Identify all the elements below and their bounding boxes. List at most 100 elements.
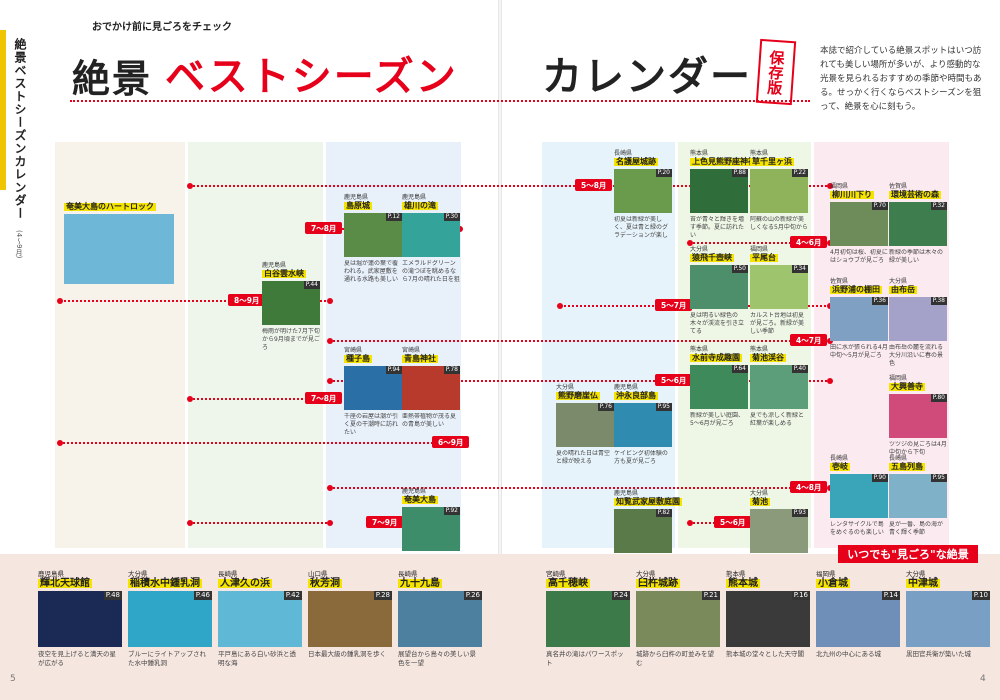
anytime-card[interactable]: 長崎県 九十九島 P.26 展望台から島々の美しい景色を一望 [398,570,482,678]
spot-card[interactable]: 宮崎県 青島神社 P.78 亜熱帯植物が茂る夏の青島が美しい [402,347,460,437]
spot-prefecture: 鹿児島県 [614,490,639,497]
anytime-description: 日本最大級の鍾乳洞を歩く [308,650,386,658]
timeline-dot [327,520,333,526]
season-range-label: 5〜7月 [655,299,693,311]
anytime-page-ref: P.10 [971,591,990,600]
month-july: 7月 July [373,127,415,139]
spot-photo: P.76 [556,403,614,447]
spot-card[interactable]: 長崎県 壱岐 P.90 レンタサイクルで島をめぐるのも楽しい [830,455,888,545]
spot-page-ref: P.64 [731,365,748,373]
spot-card[interactable]: 佐賀県 環境芸術の森 P.32 新緑の季節は木々の緑が美しい [889,183,947,273]
anytime-page-ref: P.46 [193,591,212,600]
spot-description: 夏の晴れた日は青空と緑が映える [556,450,611,465]
spot-photo: P.22 [750,169,808,213]
spot-photo: P.95 [614,403,672,447]
spot-card[interactable]: 大分県 熊野磨崖仏 P.76 夏の晴れた日は青空と緑が映える [556,384,614,474]
timeline-dot [827,183,833,189]
spot-card[interactable]: 長崎県 名護屋城跡 P.20 初夏は新緑が美しく、夏は青と緑のグラデーションが楽… [614,150,672,240]
spot-photo: P.78 [402,366,460,410]
spot-card[interactable]: 鹿児島県 雄川の滝 P.30 エメラルドグリーンの滝つぼを眺めるなら7月の晴れた… [402,194,460,284]
anytime-card[interactable]: 宮崎県 高千穂峡 P.24 真名井の滝はパワースポット [546,570,630,678]
spot-card[interactable]: 福岡県 大興善寺 P.80 ツツジの見ごろは4月中旬から下旬 [889,375,947,465]
timeline-dot [187,183,193,189]
season-range-label: 7〜8月 [305,222,343,234]
spot-page-ref: P.82 [655,509,672,517]
spot-card[interactable]: 鹿児島県 白谷雲水峡 P.44 梅雨が明けた7月下旬から9月頃までが見ごろ [262,262,320,352]
spot-prefecture: 長崎県 [614,150,633,157]
spot-name: 沖永良部島 [614,391,658,400]
anytime-card[interactable]: 長崎県 人津久の浜 P.42 平戸島にある白い砂浜と透明な海 [218,570,302,678]
page-number-left: 5 [10,674,16,684]
anytime-photo: P.42 [218,591,302,647]
spot-description: ツツジの見ごろは4月中旬から下旬 [889,441,947,456]
spot-card[interactable]: 宮崎県 種子島 P.94 千座の岩屋は潮が引く夏の干潮時に訪れたい [344,347,402,437]
anytime-page-ref: P.48 [103,591,122,600]
month-august: 8月 August [225,127,287,139]
anytime-page-ref: P.42 [283,591,302,600]
anytime-name: 小倉城 [816,578,850,589]
spot-card[interactable]: 熊本県 菊池渓谷 P.40 夏でも涼しく新緑と紅葉が楽しめる [750,346,808,436]
anytime-card[interactable]: 熊本県 熊本城 P.16 熊本城の堂々とした天守閣 [726,570,810,678]
spot-page-ref: P.90 [871,474,888,482]
anytime-card[interactable]: 大分県 中津城 P.10 黒田官兵衛が築いた城 [906,570,990,678]
spot-card[interactable]: 福岡県 平尾台 P.34 カルスト台地は初夏が見ごろ。新緑が美しい季節 [750,246,808,336]
anytime-prefecture: 長崎県 [398,570,418,578]
anytime-photo: P.16 [726,591,810,647]
anytime-photo: P.14 [816,591,900,647]
anytime-card[interactable]: 鹿児島県 輝北天球館 P.48 夜空を見上げると満天の星が広がる [38,570,122,678]
spot-name: 名護屋城跡 [614,157,658,166]
timeline-line [330,380,830,382]
anytime-card[interactable]: 福岡県 小倉城 P.14 北九州の中心にある城 [816,570,900,678]
spot-prefecture: 福岡県 [830,183,849,190]
spot-photo: P.64 [690,365,748,409]
spot-photo: P.40 [750,365,808,409]
spot-name: 壱岐 [830,462,850,471]
spot-card[interactable]: 鹿児島県 沖永良部島 P.95 ケイビング初体験の方も夏が見ごろ [614,384,672,474]
spot-card[interactable]: 熊本県 上色見熊野座神社 P.88 苔が青々と輝きを増す季節。夏に訪れたい [690,150,758,240]
spot-card[interactable]: 熊本県 草千里ヶ浜 P.22 阿蘇の山の新緑が美しくなる5月中旬から [750,150,808,240]
timeline-dot [187,396,193,402]
anytime-photo: P.21 [636,591,720,647]
spot-photo: P.88 [690,169,748,213]
anytime-prefecture: 大分県 [906,570,926,578]
timeline-dot [187,520,193,526]
spot-card[interactable]: 鹿児島県 島原城 P.12 夏は堀が蓮の葉で覆われる。武家屋敷を通れる水路も美し… [344,194,402,284]
spot-prefecture: 大分県 [750,490,769,497]
spot-card[interactable]: 大分県 由布岳 P.38 由布岳の麓を流れる大分川沿いに春の景色 [889,278,947,368]
anytime-page-ref: P.28 [373,591,392,600]
anytime-name: 人津久の浜 [218,578,272,589]
season-range-label: 5〜6月 [714,516,752,528]
month-september: 9月 September [79,127,163,139]
spot-name: 猿飛千壺峡 [690,253,734,262]
title-best-season: ベストシーズン [165,54,458,100]
anytime-card[interactable]: 山口県 秋芳洞 P.28 日本最大級の鍾乳洞を歩く [308,570,392,678]
anytime-card[interactable]: 大分県 稲積水中鍾乳洞 P.46 ブルーにライトアップされた水中鍾乳洞 [128,570,212,678]
anytime-card[interactable]: 大分県 臼杵城跡 P.21 城跡から臼杵の町並みを望む [636,570,720,678]
spot-card[interactable]: 熊本県 水前寺成趣園 P.64 新緑が美しい庭園、5〜6月が見ごろ [690,346,748,436]
season-range-label: 6〜9月 [432,436,470,448]
spot-photo: P.82 [614,509,672,553]
side-index-range: (4〜9月) [15,230,23,259]
spot-description: 新緑が美しい庭園、5〜6月が見ごろ [690,412,745,427]
spot-description: 夏でも涼しく新緑と紅葉が楽しめる [750,412,805,427]
spot-card[interactable]: 大分県 猿飛千壺峡 P.50 夏は明るい緑色の木々が渓流を引き立てる [690,246,748,336]
spot-card[interactable]: 佐賀県 浜野浦の棚田 P.36 田に水が張られる4月中旬〜5月が見ごろ [830,278,888,368]
season-range-label: 4〜8月 [790,481,828,493]
spot-card[interactable]: 福岡県 柳川川下り P.70 4月初旬は桜、初夏にはショウブが見ごろ [830,183,888,273]
spot-card[interactable]: 鹿児島県 知覧武家屋敷庭園 P.82 5月下旬から6月上旬、紫陽花が見ごろ [614,490,682,580]
anytime-name: 熊本城 [726,578,760,589]
spot-page-ref: P.34 [791,265,808,273]
spot-card[interactable]: 奄美大島のハートロック [64,195,174,311]
timeline-line [330,487,830,489]
season-range-label: 7〜8月 [305,392,343,404]
anytime-description: 熊本城の堂々とした天守閣 [726,650,804,658]
season-range-label: 7〜9月 [366,516,404,528]
anytime-prefecture: 熊本県 [726,570,746,578]
spot-card[interactable]: 長崎県 五島列島 P.95 夏が一番、島の海が青く輝く季節 [889,455,947,545]
spot-prefecture: 長崎県 [830,455,849,462]
timeline-line [190,522,330,524]
anytime-description: 黒田官兵衛が築いた城 [906,650,971,658]
spot-photo: P.38 [889,297,947,341]
anytime-name: 高千穂峡 [546,578,590,589]
spot-prefecture: 熊本県 [690,346,709,353]
